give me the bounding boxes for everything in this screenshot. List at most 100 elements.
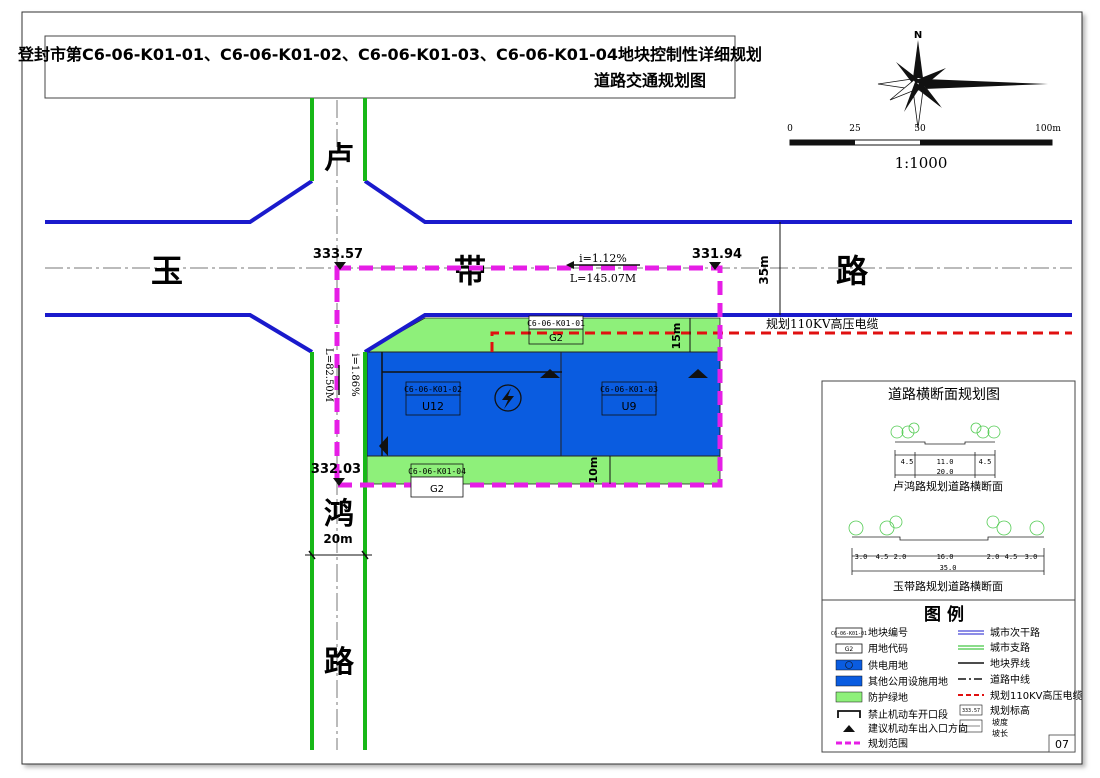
north-label: N	[914, 30, 922, 41]
setback-north: 15m	[670, 323, 683, 350]
entrance-arrow-icon	[688, 369, 708, 378]
yu-dim-6: 4.5	[1005, 553, 1018, 561]
entrance-arrow-legend-icon	[843, 725, 855, 732]
title-block: 登封市第C6-06-K01-01、C6-06-K01-02、C6-06-K01-…	[17, 35, 762, 99]
top-slope: i=1.12%	[579, 252, 627, 265]
yu-dim-1: 3.0	[855, 553, 868, 561]
parcel-id: C6-06-K01-02	[404, 385, 462, 394]
parcel-code: G2	[430, 484, 444, 495]
road-yudai	[45, 179, 1072, 354]
lu-section-drawing	[890, 422, 1001, 478]
top-length: L=145.07M	[570, 272, 636, 285]
elevation-sw: 332.03	[311, 462, 361, 486]
legend-label: 城市支路	[990, 641, 1030, 654]
scale-tick-50: 50	[914, 124, 926, 134]
branch-road-icon	[958, 645, 984, 650]
legend-panel: 图 例 C6-06-K01-01 G2 地块编号 用地代码 供电用地 其他公用设…	[821, 599, 1083, 753]
parcel-id: C6-06-K01-01	[527, 319, 585, 328]
no-opening-icon	[837, 710, 861, 718]
yu-dim-7: 3.0	[1025, 553, 1038, 561]
road-name-lu2: 路	[324, 645, 355, 680]
road-name-yu: 玉	[151, 252, 183, 290]
legend-label: 坡长	[992, 728, 1008, 738]
entrance-arrow-icon	[379, 436, 388, 456]
plan-boundary	[334, 265, 723, 488]
yu-total: 35.0	[940, 564, 957, 572]
scale-tick-0: 0	[787, 124, 793, 134]
page-number: 07	[1055, 738, 1069, 751]
parcel-code: U9	[621, 400, 636, 413]
lu-caption: 卢鸿路规划道路横断面	[893, 479, 1003, 493]
road-name-lu: 卢	[324, 141, 354, 176]
left-slope: i=1.86%	[349, 353, 360, 396]
legend-label: 地块编号	[868, 626, 908, 639]
elevation-nw: 333.57	[313, 247, 363, 270]
power-supply-legend-icon	[835, 659, 863, 671]
legend-label: 城市次干路	[990, 626, 1040, 639]
yu-dim-4: 16.0	[937, 553, 954, 561]
slope-icon	[959, 719, 983, 733]
parcel-id: C6-06-K01-04	[408, 467, 466, 476]
elevation-ne: 331.94	[692, 247, 742, 270]
utility-land-icon	[835, 675, 863, 687]
road-name-hong: 鸿	[324, 497, 354, 532]
elevation-ne-label: 331.94	[692, 247, 742, 262]
legend-title: 图 例	[924, 604, 964, 625]
legend-label: 禁止机动车开口段	[868, 708, 948, 721]
left-length: L=82.50M	[323, 348, 334, 402]
legend-label: 规划110KV高压电缆	[990, 689, 1083, 702]
parcel-code: U12	[422, 400, 444, 413]
legend-label: 规划范围	[868, 737, 908, 750]
svg-text:G2: G2	[845, 646, 854, 653]
yu-dim-3: 2.0	[894, 553, 907, 561]
title-line1: 登封市第C6-06-K01-01、C6-06-K01-02、C6-06-K01-…	[17, 45, 762, 64]
parcel-label-01: C6-06-K01-01 G2	[527, 315, 585, 345]
scale-tick-100: 100m	[1035, 124, 1061, 134]
svg-text:C6-06-K01-01: C6-06-K01-01	[831, 631, 867, 637]
elevation-sample: 333.57	[962, 708, 980, 714]
entrance-arrow-icon	[540, 369, 560, 378]
road-name-dai: 带	[454, 252, 486, 290]
scale-bar: 0 25 50 100m 1:1000	[787, 124, 1061, 172]
parcel-id-icon: C6-06-K01-01	[831, 627, 867, 638]
secondary-road-icon	[958, 630, 984, 635]
land-code-icon: G2	[835, 643, 863, 654]
yu-section-drawing	[848, 515, 1045, 575]
road-luhong	[310, 98, 367, 750]
legend-label: 规划标高	[990, 704, 1030, 717]
yu-caption: 玉带路规划道路横断面	[893, 579, 1003, 593]
yu-dim-2: 4.5	[876, 553, 889, 561]
cross-section-title: 道路横断面规划图	[888, 387, 1000, 403]
yu-dim-5: 2.0	[987, 553, 1000, 561]
lu-dim-3: 4.5	[979, 458, 992, 466]
title-line2: 道路交通规划图	[594, 71, 706, 90]
legend-label: 用地代码	[868, 642, 908, 655]
lu-total: 20.0	[937, 468, 954, 476]
legend-label: 防护绿地	[868, 691, 908, 704]
elevation-nw-label: 333.57	[313, 247, 363, 262]
scale-ratio: 1:1000	[895, 154, 948, 172]
parcel-area-utility	[366, 351, 721, 457]
legend-label: 建议机动车出入口方向	[868, 722, 968, 735]
parcel-label-02: C6-06-K01-02 U12	[404, 381, 462, 416]
cross-section-panel: 道路横断面规划图 4.5 11.0 4.5 20.0 卢鸿路规划道路横断面	[821, 380, 1076, 601]
legend-label: 其他公用设施用地	[868, 675, 948, 688]
north-arrow-icon: N	[877, 30, 1048, 129]
green-buffer-icon	[835, 691, 863, 703]
parcel-label-03: C6-06-K01-03 U9	[600, 381, 658, 416]
parcel-code: G2	[549, 333, 563, 344]
parcel-label-04: C6-06-K01-04 G2	[408, 463, 466, 498]
yudai-width: 35m	[757, 255, 771, 284]
parcel-id: C6-06-K01-03	[600, 385, 658, 394]
legend-label: 道路中线	[990, 673, 1030, 686]
elevation-icon: 333.57	[959, 704, 983, 716]
lu-dim-1: 4.5	[901, 458, 914, 466]
legend-label: 地块界线	[990, 657, 1030, 670]
scale-tick-25: 25	[849, 124, 861, 134]
hv-cable-label: 规划110KV高压电缆	[766, 316, 879, 331]
legend-label: 坡度	[992, 717, 1008, 727]
hv-cable-line	[490, 331, 1072, 352]
lu-dim-2: 11.0	[937, 458, 954, 466]
legend-label: 供电用地	[868, 659, 908, 672]
